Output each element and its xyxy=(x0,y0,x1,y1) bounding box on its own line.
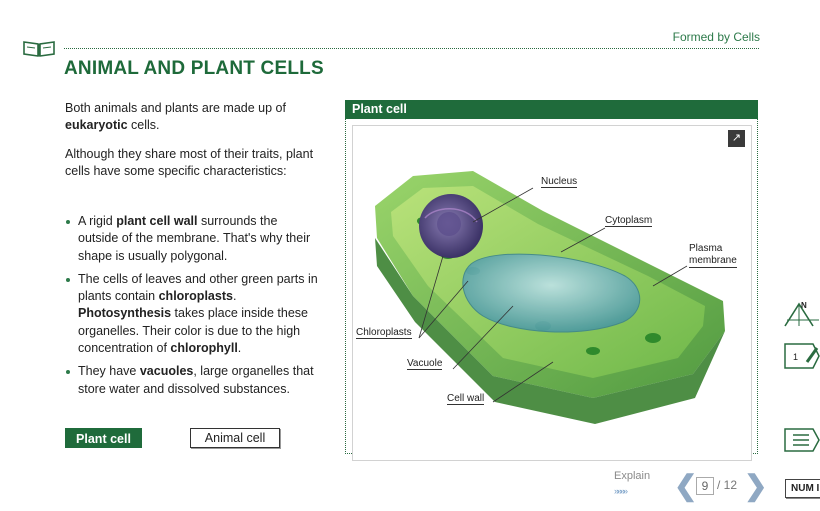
label-plasma-membrane: Plasma membrane xyxy=(689,243,737,268)
explain-button[interactable]: Explain xyxy=(614,470,651,482)
next-page-icon[interactable]: ❯ xyxy=(744,470,768,501)
plant-cell-button[interactable]: Plant cell xyxy=(65,428,142,448)
notes-tool-icon[interactable]: 1 xyxy=(783,340,820,370)
panel-title: Plant cell xyxy=(345,100,758,119)
label-chloroplasts: Chloroplasts xyxy=(356,327,412,339)
prev-page-icon[interactable]: ❮ xyxy=(674,470,698,501)
page-title: ANIMAL AND PLANT CELLS xyxy=(64,58,324,79)
label-cytoplasm: Cytoplasm xyxy=(605,215,653,227)
animal-cell-button[interactable]: Animal cell xyxy=(190,428,280,448)
intro-paragraph-2: Although they share most of their traits… xyxy=(65,147,314,178)
list-item: The cells of leaves and other green part… xyxy=(65,271,320,357)
list-item: A rigid plant cell wall surrounds the ou… xyxy=(65,213,320,265)
plant-cell-illustration: ↗ xyxy=(352,125,752,461)
num-button[interactable]: NUM I xyxy=(785,479,820,498)
list-tool-icon[interactable] xyxy=(783,425,820,455)
compass-tool-icon[interactable]: N xyxy=(783,298,820,328)
explain-arrows-icon: »»»» xyxy=(614,486,628,496)
svg-text:N: N xyxy=(801,301,807,310)
svg-text:1: 1 xyxy=(793,352,798,362)
expand-icon[interactable]: ↗ xyxy=(728,130,745,147)
label-cell-wall: Cell wall xyxy=(447,393,485,405)
list-item: They have vacuoles, large organelles tha… xyxy=(65,363,320,398)
characteristics-list: A rigid plant cell wall surrounds the ou… xyxy=(65,213,320,404)
pager: ❮ 9 / 12 ❯ xyxy=(672,470,767,501)
intro-text: Both animals and plants are made up of e… xyxy=(65,100,320,192)
book-icon xyxy=(23,41,55,57)
page-total: / 12 xyxy=(717,478,738,492)
plant-cell-diagram xyxy=(375,171,725,424)
page-number-input[interactable]: 9 xyxy=(696,477,714,495)
intro-paragraph-1: Both animals and plants are made up of e… xyxy=(65,101,286,132)
label-nucleus: Nucleus xyxy=(541,176,578,188)
header-divider xyxy=(64,48,759,49)
label-vacuole: Vacuole xyxy=(407,358,443,370)
topic-label: Formed by Cells xyxy=(672,30,760,44)
